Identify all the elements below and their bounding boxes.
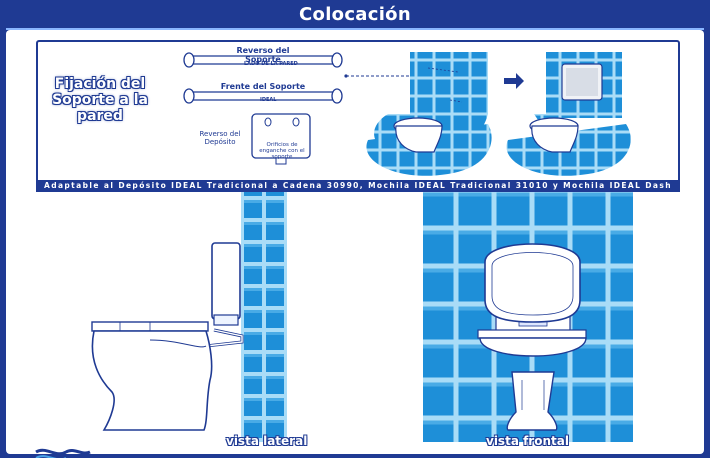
wave-logo-icon [35,448,91,458]
panel-illustration [183,52,631,176]
arrow-right-icon [504,73,524,89]
front-sub: IDEAL [260,97,277,103]
bracket-reverse [183,52,343,68]
caption-frontal: vista frontal [486,434,569,448]
panel-heading: Fijación del Soporte a la pared [52,76,148,124]
page-title: Colocación [299,4,411,25]
bracket-front [183,88,343,104]
lateral-wall-tiles [241,192,287,442]
title-underline [6,28,704,30]
compat-strip: Adaptable al Depósito IDEAL Tradicional … [36,180,680,202]
reverse-sub: LADO DE LA PARED [244,61,298,67]
reverse-label: Reverso del Soporte [236,46,290,64]
tank-reverse-label: Reverso del Depósito [199,130,241,146]
front-label: Frente del Soporte [220,82,306,91]
caption-lateral: vista lateral [226,434,308,448]
tank-reverse [251,113,311,165]
compat-text: Adaptable al Depósito IDEAL Tradicional … [43,181,672,202]
mounting-panel: Reverso del Soporte LADO DE LA PARED Fre… [36,40,680,186]
install-step-2 [506,52,631,176]
frontal-toilet [477,243,587,431]
install-step-1 [366,52,492,176]
lateral-toilet [91,242,244,431]
title-bar: Colocación [0,0,710,30]
holes-label: Orificios de enganche con el soporte [259,142,305,160]
